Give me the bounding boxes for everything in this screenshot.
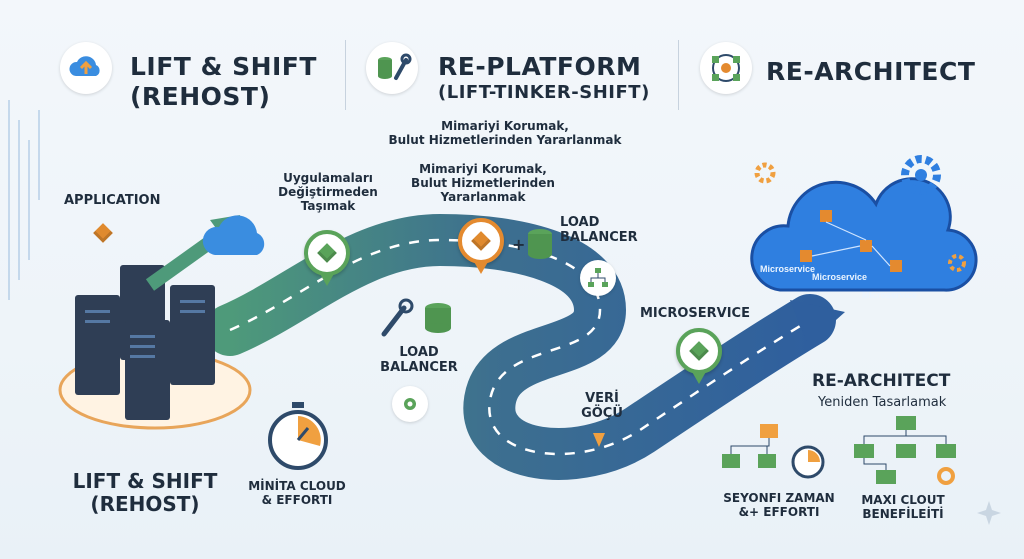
stopwatch-icon (268, 402, 328, 470)
sparkle-icon (977, 501, 1001, 525)
re-architect-title: RE-ARCHITECT (812, 371, 951, 391)
upload-arrow (145, 215, 265, 291)
pin2-label: Mimariyi Korumak, Bulut Hizmetlerinden Y… (411, 162, 555, 204)
gear-icon (901, 155, 941, 195)
folder-tree-icon (722, 424, 778, 468)
pin1-label: Uygulamaları Değiştirmeden Taşımak (278, 171, 378, 213)
network-tree-icon (580, 260, 616, 296)
network-gear-icon-badge (700, 42, 752, 94)
application-label: APPLICATION (64, 193, 161, 208)
microservice-cloud (750, 177, 978, 292)
gear-icon (948, 254, 966, 272)
cloud-upload-icon-badge (60, 42, 112, 94)
cube-icon (689, 341, 709, 361)
microservice-tag: Microservice (862, 290, 918, 300)
cube-icon (317, 243, 337, 263)
load-balancer-mid-label: LOAD BALANCER (380, 345, 458, 375)
chevron-down-icon (593, 433, 605, 447)
database-wrench-icon-badge (366, 42, 418, 94)
header-title-re-platform: RE-PLATFORM (LIFT-TINKER-SHIFT) (438, 52, 650, 103)
re-architect-subtitle: Yeniden Tasarlamak (818, 395, 947, 410)
cube-icon (471, 231, 491, 251)
microservice-tag: Microservice (760, 264, 816, 274)
stopwatch-icon (791, 445, 825, 479)
database-wrench-icon (378, 53, 412, 80)
gear-icon (754, 162, 776, 184)
network-diagram-icon (854, 416, 956, 485)
header-divider (678, 40, 679, 110)
veri-gocu-label: VERİ GÖÇÜ (581, 391, 623, 421)
cloud-upload-icon (69, 56, 100, 76)
microservice-label: MICROSERVICE (640, 306, 750, 321)
location-pin-icon (676, 328, 722, 374)
header-divider (345, 40, 346, 110)
header-title-lift-shift: LIFT & SHIFT (REHOST) (130, 52, 317, 111)
location-pin-icon (458, 218, 504, 264)
header-title-re-architect: RE-ARCHITECT (766, 57, 976, 86)
wrench-database-icon (381, 298, 451, 337)
location-pin-icon (304, 230, 350, 276)
maxi-label: MAXI CLOUT BENEFİLEİTİ (861, 493, 945, 521)
load-balancer-top-label: LOAD BALANCER (560, 215, 638, 245)
lift-shift-label: LIFT & SHIFT (REHOST) (72, 469, 218, 516)
data-stream-decoration (8, 100, 40, 300)
plus-sign: + (512, 235, 526, 254)
minita-label: MİNİTA CLOUD & EFFORTI (248, 479, 346, 507)
database-icon (528, 229, 552, 259)
microservice-tag: Microservice (812, 272, 868, 282)
gear-badge-icon (392, 386, 428, 422)
top-note: Mimariyi Korumak, Bulut Hizmetlerinden Y… (388, 119, 622, 147)
network-gear-icon (712, 54, 740, 82)
seyonfi-label: SEYONFI ZAMAN &+ EFFORTI (723, 491, 835, 519)
